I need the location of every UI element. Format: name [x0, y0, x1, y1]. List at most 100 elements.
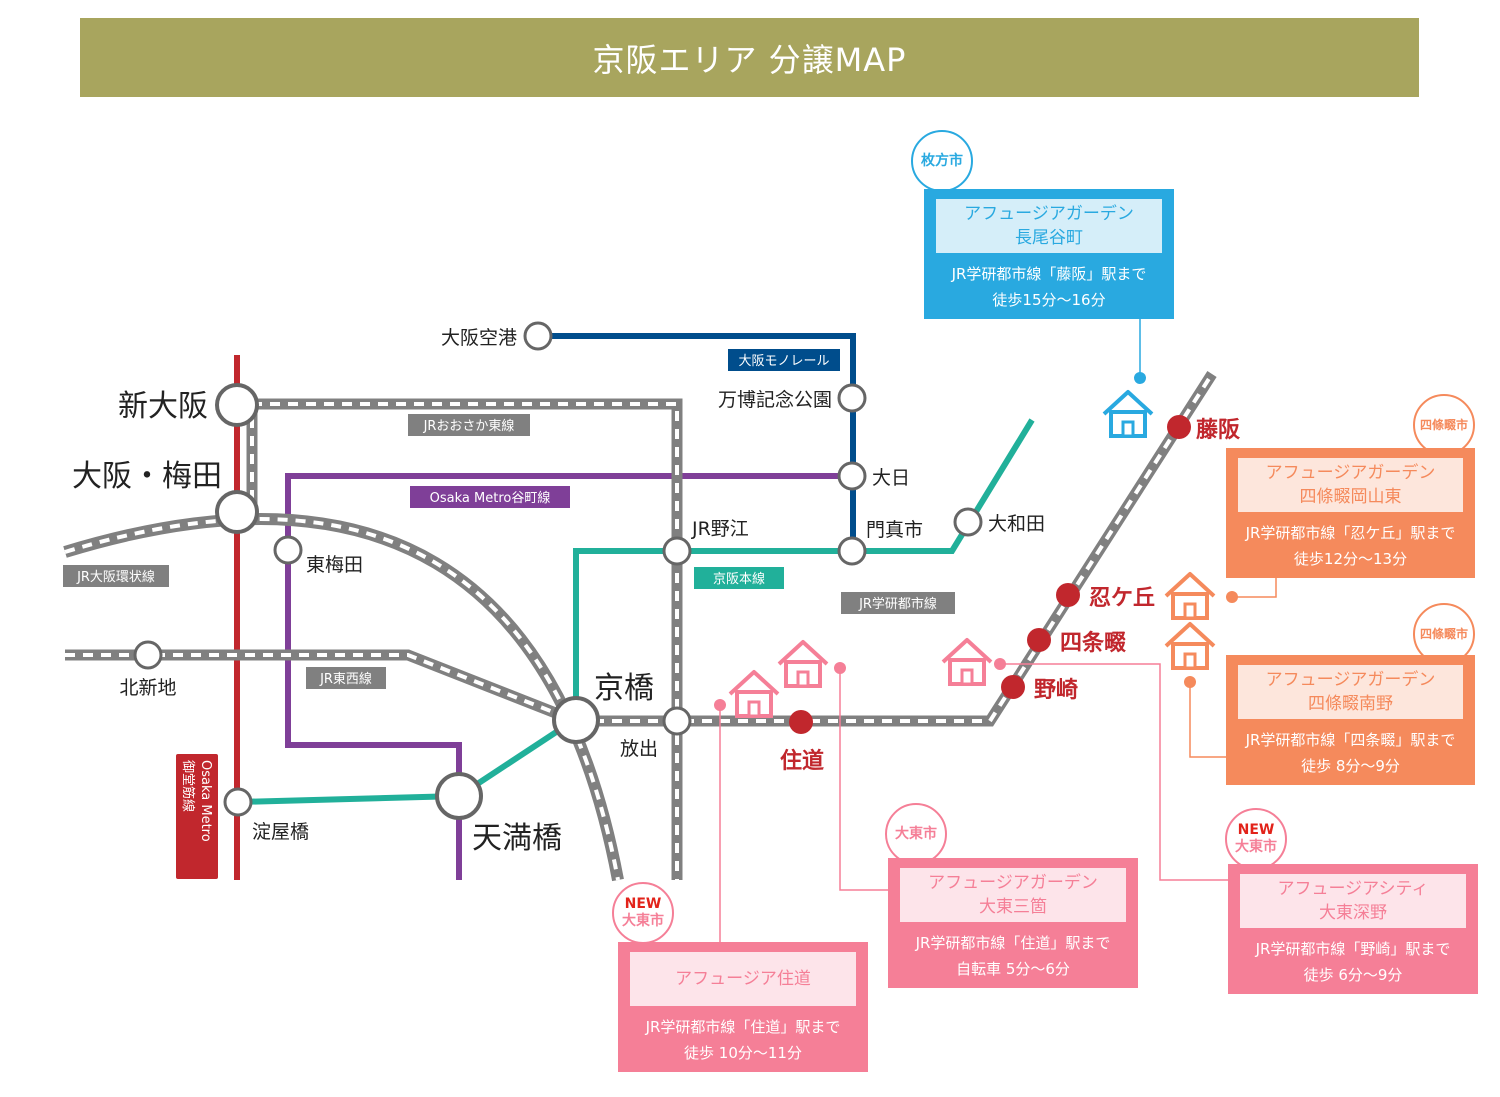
- station-name-osaka-airport: 大阪空港: [441, 327, 517, 349]
- station-shin-osaka: [215, 383, 259, 427]
- leader-dot-suminodo: [714, 699, 726, 711]
- label-tozai: JR東西線: [306, 667, 386, 689]
- property-name: アフュージアガーデン: [1265, 670, 1436, 690]
- property-card: アフュージアシティ 大東深野 JR学研都市線「野崎」駅まで 徒歩 6分～9分: [1228, 864, 1478, 994]
- property-access: 徒歩 10分～11分: [684, 1044, 802, 1062]
- house-icon: [1164, 572, 1216, 620]
- property-access: JR学研都市線「野崎」駅まで: [1255, 940, 1451, 958]
- property-name: アフュージアガーデン: [1265, 463, 1436, 483]
- house-icon: [1102, 390, 1154, 438]
- property-name: 大東三箇: [979, 897, 1047, 917]
- label-midosuji: Osaka Metro 御堂筋線: [176, 754, 218, 879]
- station-name-shinobugaoka: 忍ケ丘: [1089, 586, 1155, 611]
- leader-minamino: [1189, 682, 1226, 758]
- station-name-kitashinchi: 北新地: [119, 677, 176, 699]
- station-name-osaka-umeda: 大阪・梅田: [72, 459, 222, 494]
- leader-okayama-higashi: [1232, 578, 1277, 598]
- property-access: JR学研都市線「住道」駅まで: [915, 934, 1111, 952]
- station-name-shin-osaka: 新大阪: [118, 389, 208, 424]
- property-access: JR学研都市線「住道」駅まで: [645, 1018, 841, 1036]
- city-badge: 大東市: [885, 803, 947, 865]
- property-name: 長尾谷町: [1015, 228, 1083, 248]
- property-name: アフュージアシティ: [1277, 879, 1429, 899]
- property-access: JR学研都市線「藤阪」駅まで: [951, 265, 1147, 283]
- station-ohwada: [953, 507, 983, 537]
- station-name-higashi-umeda: 東梅田: [306, 554, 363, 576]
- property-access: 徒歩 8分～9分: [1301, 757, 1400, 775]
- leader-dot-minamino: [1184, 676, 1196, 688]
- station-banpaku: [837, 383, 867, 413]
- label-tanimachi: Osaka Metro谷町線: [410, 486, 570, 508]
- property-access: JR学研都市線「忍ケ丘」駅まで: [1245, 524, 1456, 542]
- station-osaka-airport: [523, 321, 553, 351]
- leader-dot-nagaodani: [1134, 372, 1146, 384]
- station-name-nozaki: 野崎: [1034, 678, 1078, 703]
- new-badge: NEW: [1237, 822, 1275, 838]
- station-name-yodoyabashi: 淀屋橋: [252, 821, 309, 843]
- property-card: アフュージアガーデン 大東三箇 JR学研都市線「住道」駅まで 自転車 5分～6分: [888, 858, 1138, 988]
- station-name-hanaten: 放出: [620, 738, 658, 760]
- house-icon: [1164, 622, 1216, 670]
- property-name: アフュージアガーデン: [928, 873, 1098, 893]
- jr-gakkentoshi-line: [576, 371, 1217, 727]
- station-yodoyabashi: [223, 787, 253, 817]
- property-access: 徒歩15分～16分: [992, 291, 1106, 309]
- svg-text:御堂筋線: 御堂筋線: [180, 760, 196, 812]
- station-dainichi: [837, 461, 867, 491]
- leader-fukano: [1000, 663, 1230, 881]
- label-keihan: 京阪本線: [694, 567, 784, 589]
- property-card: アフュージアガーデン 長尾谷町 JR学研都市線「藤阪」駅まで 徒歩15分～16分: [924, 189, 1174, 319]
- station-name-kyobashi: 京橋: [594, 671, 654, 706]
- leader-sanka: [839, 668, 888, 891]
- leader-dot-fukano: [994, 658, 1006, 670]
- property-card: アフュージアガーデン 四條畷南野 JR学研都市線「四条畷」駅まで 徒歩 8分～9…: [1226, 655, 1475, 785]
- property-access: JR学研都市線「四条畷」駅まで: [1245, 731, 1456, 749]
- station-suminodo: [789, 710, 813, 734]
- station-name-banpaku: 万博記念公園: [718, 388, 832, 411]
- house-icon: [941, 638, 993, 686]
- svg-text:JR東西線: JR東西線: [319, 671, 372, 687]
- svg-text:JRおおさか東線: JRおおさか東線: [423, 418, 515, 434]
- property-name: アフュージア住道: [675, 969, 811, 989]
- station-name-kadoma: 門真市: [866, 519, 923, 541]
- label-monorail: 大阪モノレール: [728, 349, 840, 371]
- station-kadoma: [837, 536, 867, 566]
- city-badge: NEW 大東市: [1225, 808, 1287, 870]
- svg-text:Osaka Metro: Osaka Metro: [198, 760, 213, 842]
- property-name: 四條畷岡山東: [1299, 487, 1402, 507]
- property-access: 徒歩 6分～9分: [1303, 966, 1403, 984]
- station-fujisaka: [1167, 415, 1191, 439]
- label-jr-osaka-higashi: JRおおさか東線: [408, 414, 530, 436]
- page-title-bar: 京阪エリア 分譲MAP: [80, 18, 1419, 97]
- station-shijonawate: [1027, 628, 1051, 652]
- station-name-temmabashi: 天満橋: [472, 821, 562, 856]
- house-icon: [728, 670, 780, 718]
- station-name-shijonawate: 四条畷: [1060, 630, 1126, 656]
- svg-text:大阪モノレール: 大阪モノレール: [738, 354, 829, 369]
- station-kitashinchi: [133, 640, 163, 670]
- station-name-fujisaka: 藤阪: [1196, 417, 1240, 443]
- leader-dot-okayama-higashi: [1226, 591, 1238, 603]
- station-name-dainichi: 大日: [872, 467, 910, 489]
- station-higashi-umeda: [273, 535, 303, 565]
- property-name: 大東深野: [1319, 903, 1387, 923]
- city-badge: NEW 大東市: [612, 882, 674, 944]
- property-name: アフュージアガーデン: [964, 204, 1134, 224]
- station-kyobashi: [552, 696, 600, 744]
- city-badge: 枚方市: [911, 130, 973, 192]
- station-hanaten: [662, 706, 692, 736]
- station-jr-noe: [662, 536, 692, 566]
- page-title: 京阪エリア 分譲MAP: [592, 40, 907, 79]
- station-name-ohwada: 大和田: [988, 513, 1045, 535]
- station-name-suminodo: 住道: [780, 748, 824, 774]
- jr-loop-line: [63, 513, 624, 882]
- station-nozaki: [1001, 675, 1025, 699]
- station-shinobugaoka: [1056, 583, 1080, 607]
- new-badge: NEW: [624, 896, 662, 912]
- property-card: アフュージア住道 JR学研都市線「住道」駅まで 徒歩 10分～11分: [618, 942, 868, 1072]
- label-gakkentoshi: JR学研都市線: [841, 592, 955, 614]
- city-badge: 四條畷市: [1413, 394, 1475, 456]
- property-name: 四條畷南野: [1308, 694, 1393, 714]
- station-temmabashi: [435, 772, 483, 820]
